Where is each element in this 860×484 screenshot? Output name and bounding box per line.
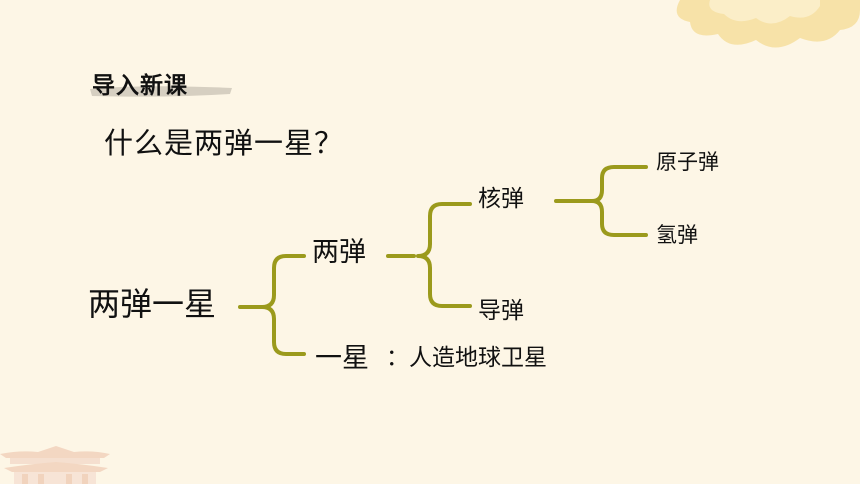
node-liangdan: 两弹 [312, 237, 366, 268]
node-hedan: 核弹 [478, 186, 524, 212]
liangdan-bracket [386, 202, 472, 308]
cloud-decoration-icon [676, 0, 860, 48]
node-daodan: 导弹 [478, 298, 524, 324]
node-yuanzidan: 原子弹 [656, 150, 719, 174]
palace-decoration-icon [0, 446, 110, 484]
node-qingdan: 氢弹 [656, 223, 698, 247]
question-text: 什么是两弹一星？ [104, 126, 345, 160]
node-yixing: 一星 [315, 343, 369, 374]
title-brush-stroke [90, 86, 232, 97]
node-satellite: ：人造地球卫星 [386, 345, 547, 371]
node-root: 两弹一星 [88, 285, 217, 323]
hedan-bracket [554, 165, 648, 237]
root-bracket [238, 254, 306, 356]
section-title: 导入新课 [92, 73, 188, 99]
